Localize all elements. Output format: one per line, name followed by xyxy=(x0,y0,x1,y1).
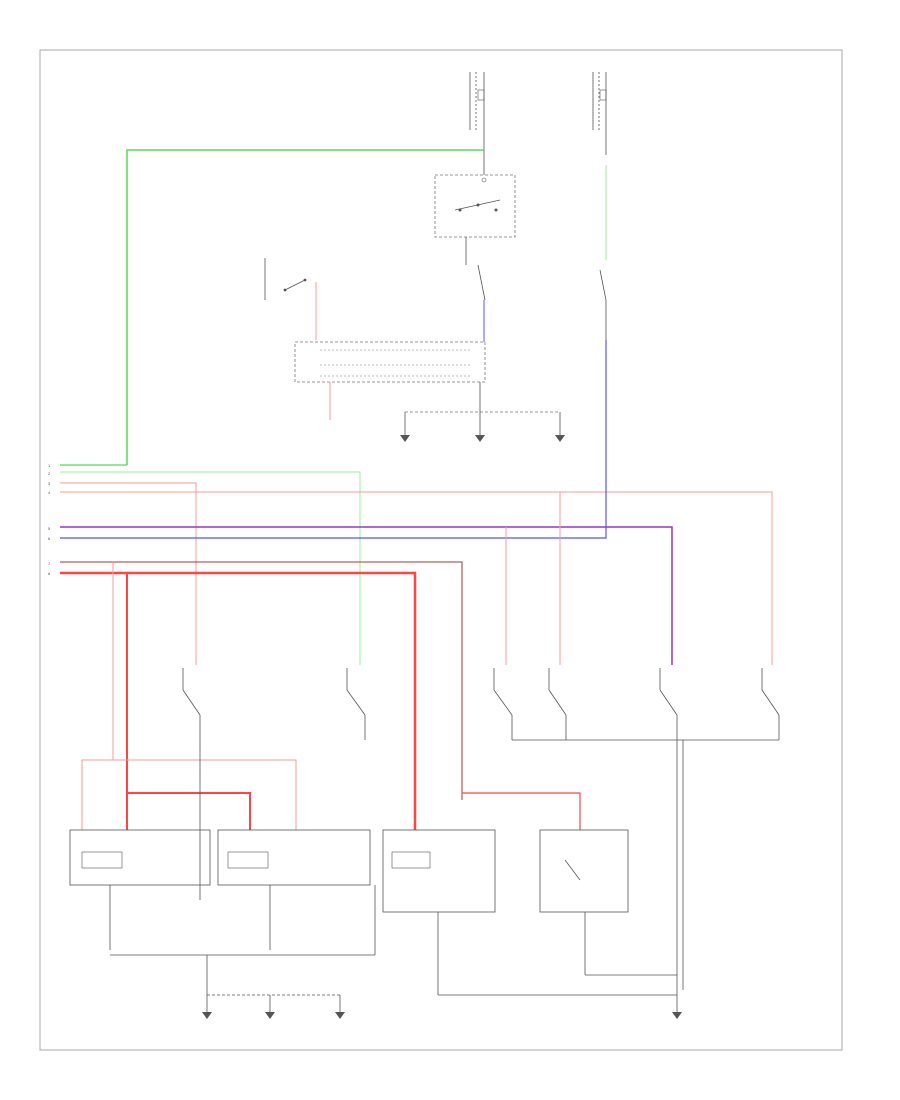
bottom-grounds xyxy=(202,1012,682,1019)
ground-icon xyxy=(555,435,565,442)
svg-text:7: 7 xyxy=(48,561,51,566)
svg-text:3: 3 xyxy=(48,481,51,486)
center-control-module xyxy=(294,300,486,420)
svg-text:5: 5 xyxy=(48,526,51,531)
svg-text:2: 2 xyxy=(48,471,51,476)
ground-icon xyxy=(335,1012,345,1019)
ground-icon xyxy=(475,435,485,442)
left-small-switch xyxy=(264,258,317,340)
svg-text:8: 8 xyxy=(48,571,51,576)
svg-text:4: 4 xyxy=(48,490,51,495)
bottom-ground-bus xyxy=(110,885,678,1012)
connector-pins: 1 2 3 4 5 6 7 8 xyxy=(48,463,51,576)
fuse-icon xyxy=(599,89,607,101)
ground-icon xyxy=(202,1012,212,1019)
top-ground-bus xyxy=(400,411,565,442)
diagram-frame xyxy=(39,49,843,1051)
bottom-module-4 xyxy=(539,829,629,975)
right-top-switch xyxy=(599,165,607,340)
svg-text:6: 6 xyxy=(48,536,51,541)
harness-wires xyxy=(60,149,773,830)
ground-icon xyxy=(672,1012,682,1019)
ground-icon xyxy=(265,1012,275,1019)
ground-icon xyxy=(400,435,410,442)
fuse-icon xyxy=(477,89,485,101)
switch-row xyxy=(182,668,780,990)
svg-text:1: 1 xyxy=(48,463,51,468)
fuse-block-right xyxy=(592,72,607,155)
bottom-module-2 xyxy=(217,829,371,950)
fuse-block-left xyxy=(469,72,485,150)
top-switch-assembly xyxy=(434,150,516,301)
bottom-module-3 xyxy=(382,829,496,995)
bottom-module-1 xyxy=(69,829,211,950)
